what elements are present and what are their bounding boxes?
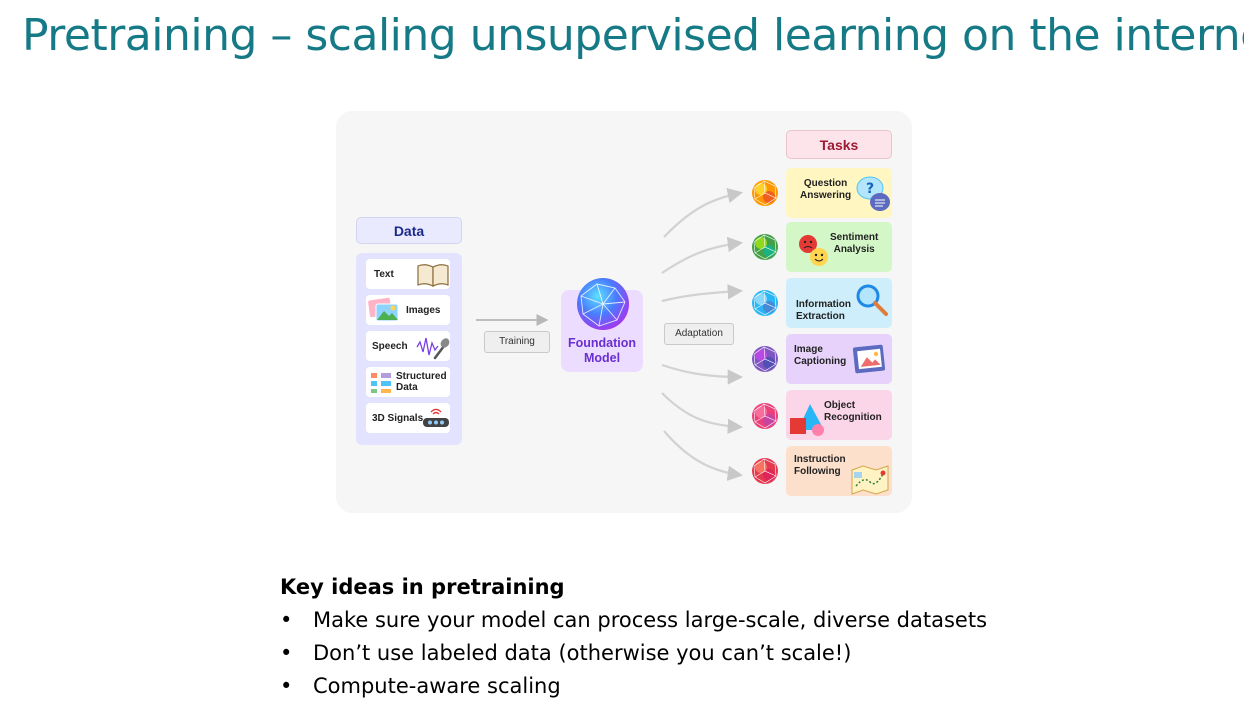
data-item-label: Images — [406, 305, 441, 316]
structured-data-icon — [371, 373, 391, 393]
data-header: Data — [356, 217, 462, 244]
emoji-faces-icon — [799, 235, 828, 266]
diagram-arrows — [476, 187, 744, 481]
fanout-arrows — [661, 187, 744, 481]
model-sphere-icon — [752, 290, 778, 316]
task-object-recognition: Object Recognition — [786, 390, 892, 440]
data-item-structured-data: Structured Data — [366, 367, 450, 397]
data-panel: Text Images Speech — [356, 253, 462, 445]
list-item: Don’t use labeled data (otherwise you ca… — [280, 638, 987, 671]
task-label: Instruction Following — [794, 454, 846, 477]
adaptation-label: Adaptation — [664, 323, 734, 345]
foundation-model-label: Foundation Model — [567, 336, 637, 365]
task-question-answering: Question Answering ? — [786, 168, 892, 218]
model-sphere-icon — [752, 458, 778, 484]
model-sphere-icon — [752, 180, 778, 206]
task-label: Information Extraction — [796, 299, 851, 322]
task-label: Image Captioning — [794, 344, 847, 367]
model-sphere-icon — [752, 403, 778, 429]
task-label: Sentiment Analysis — [830, 232, 879, 255]
slide-title: Pretraining – scaling unsupervised learn… — [22, 10, 1244, 61]
data-item-speech: Speech — [366, 331, 450, 361]
book-icon — [417, 264, 449, 287]
list-item: Compute-aware scaling — [280, 671, 987, 704]
data-item-text: Text — [366, 259, 450, 289]
task-instruction-following: Instruction Following — [786, 446, 892, 496]
data-item-label: 3D Signals — [372, 413, 424, 424]
images-icon — [368, 297, 399, 322]
sensor-device-icon — [423, 408, 449, 427]
foundation-model-diagram: Data Text Images Speech — [336, 111, 912, 513]
list-item: Make sure your model can process large-s… — [280, 605, 987, 638]
key-ideas-section: Key ideas in pretraining Make sure your … — [280, 575, 987, 704]
task-label: Question Answering — [800, 178, 852, 201]
magnifier-icon — [856, 284, 888, 316]
key-ideas-list: Make sure your model can process large-s… — [280, 605, 987, 704]
data-item-3d-signals: 3D Signals — [366, 403, 450, 433]
model-sphere-icon — [752, 234, 778, 260]
foundation-model-box: Foundation Model — [561, 278, 643, 372]
key-ideas-title: Key ideas in pretraining — [280, 575, 565, 599]
model-sphere-icon — [752, 346, 778, 372]
task-image-captioning: Image Captioning — [786, 334, 892, 384]
shapes-icon — [790, 404, 824, 436]
task-information-extraction: Information Extraction — [786, 278, 892, 328]
framed-picture-icon — [852, 344, 886, 374]
data-item-label: Text — [374, 269, 394, 280]
map-icon — [851, 465, 889, 495]
task-label: Object Recognition — [824, 400, 882, 423]
training-label: Training — [484, 331, 550, 353]
svg-text:?: ? — [866, 181, 874, 197]
network-sphere-icon — [577, 278, 629, 330]
tasks-header: Tasks — [786, 130, 892, 159]
data-item-label: Structured Data — [396, 371, 447, 393]
microphone-wave-icon — [416, 337, 450, 360]
data-item-images: Images — [366, 295, 450, 325]
task-sentiment-analysis: Sentiment Analysis — [786, 222, 892, 272]
data-item-label: Speech — [372, 341, 408, 352]
question-bubble-icon: ? — [856, 176, 890, 211]
